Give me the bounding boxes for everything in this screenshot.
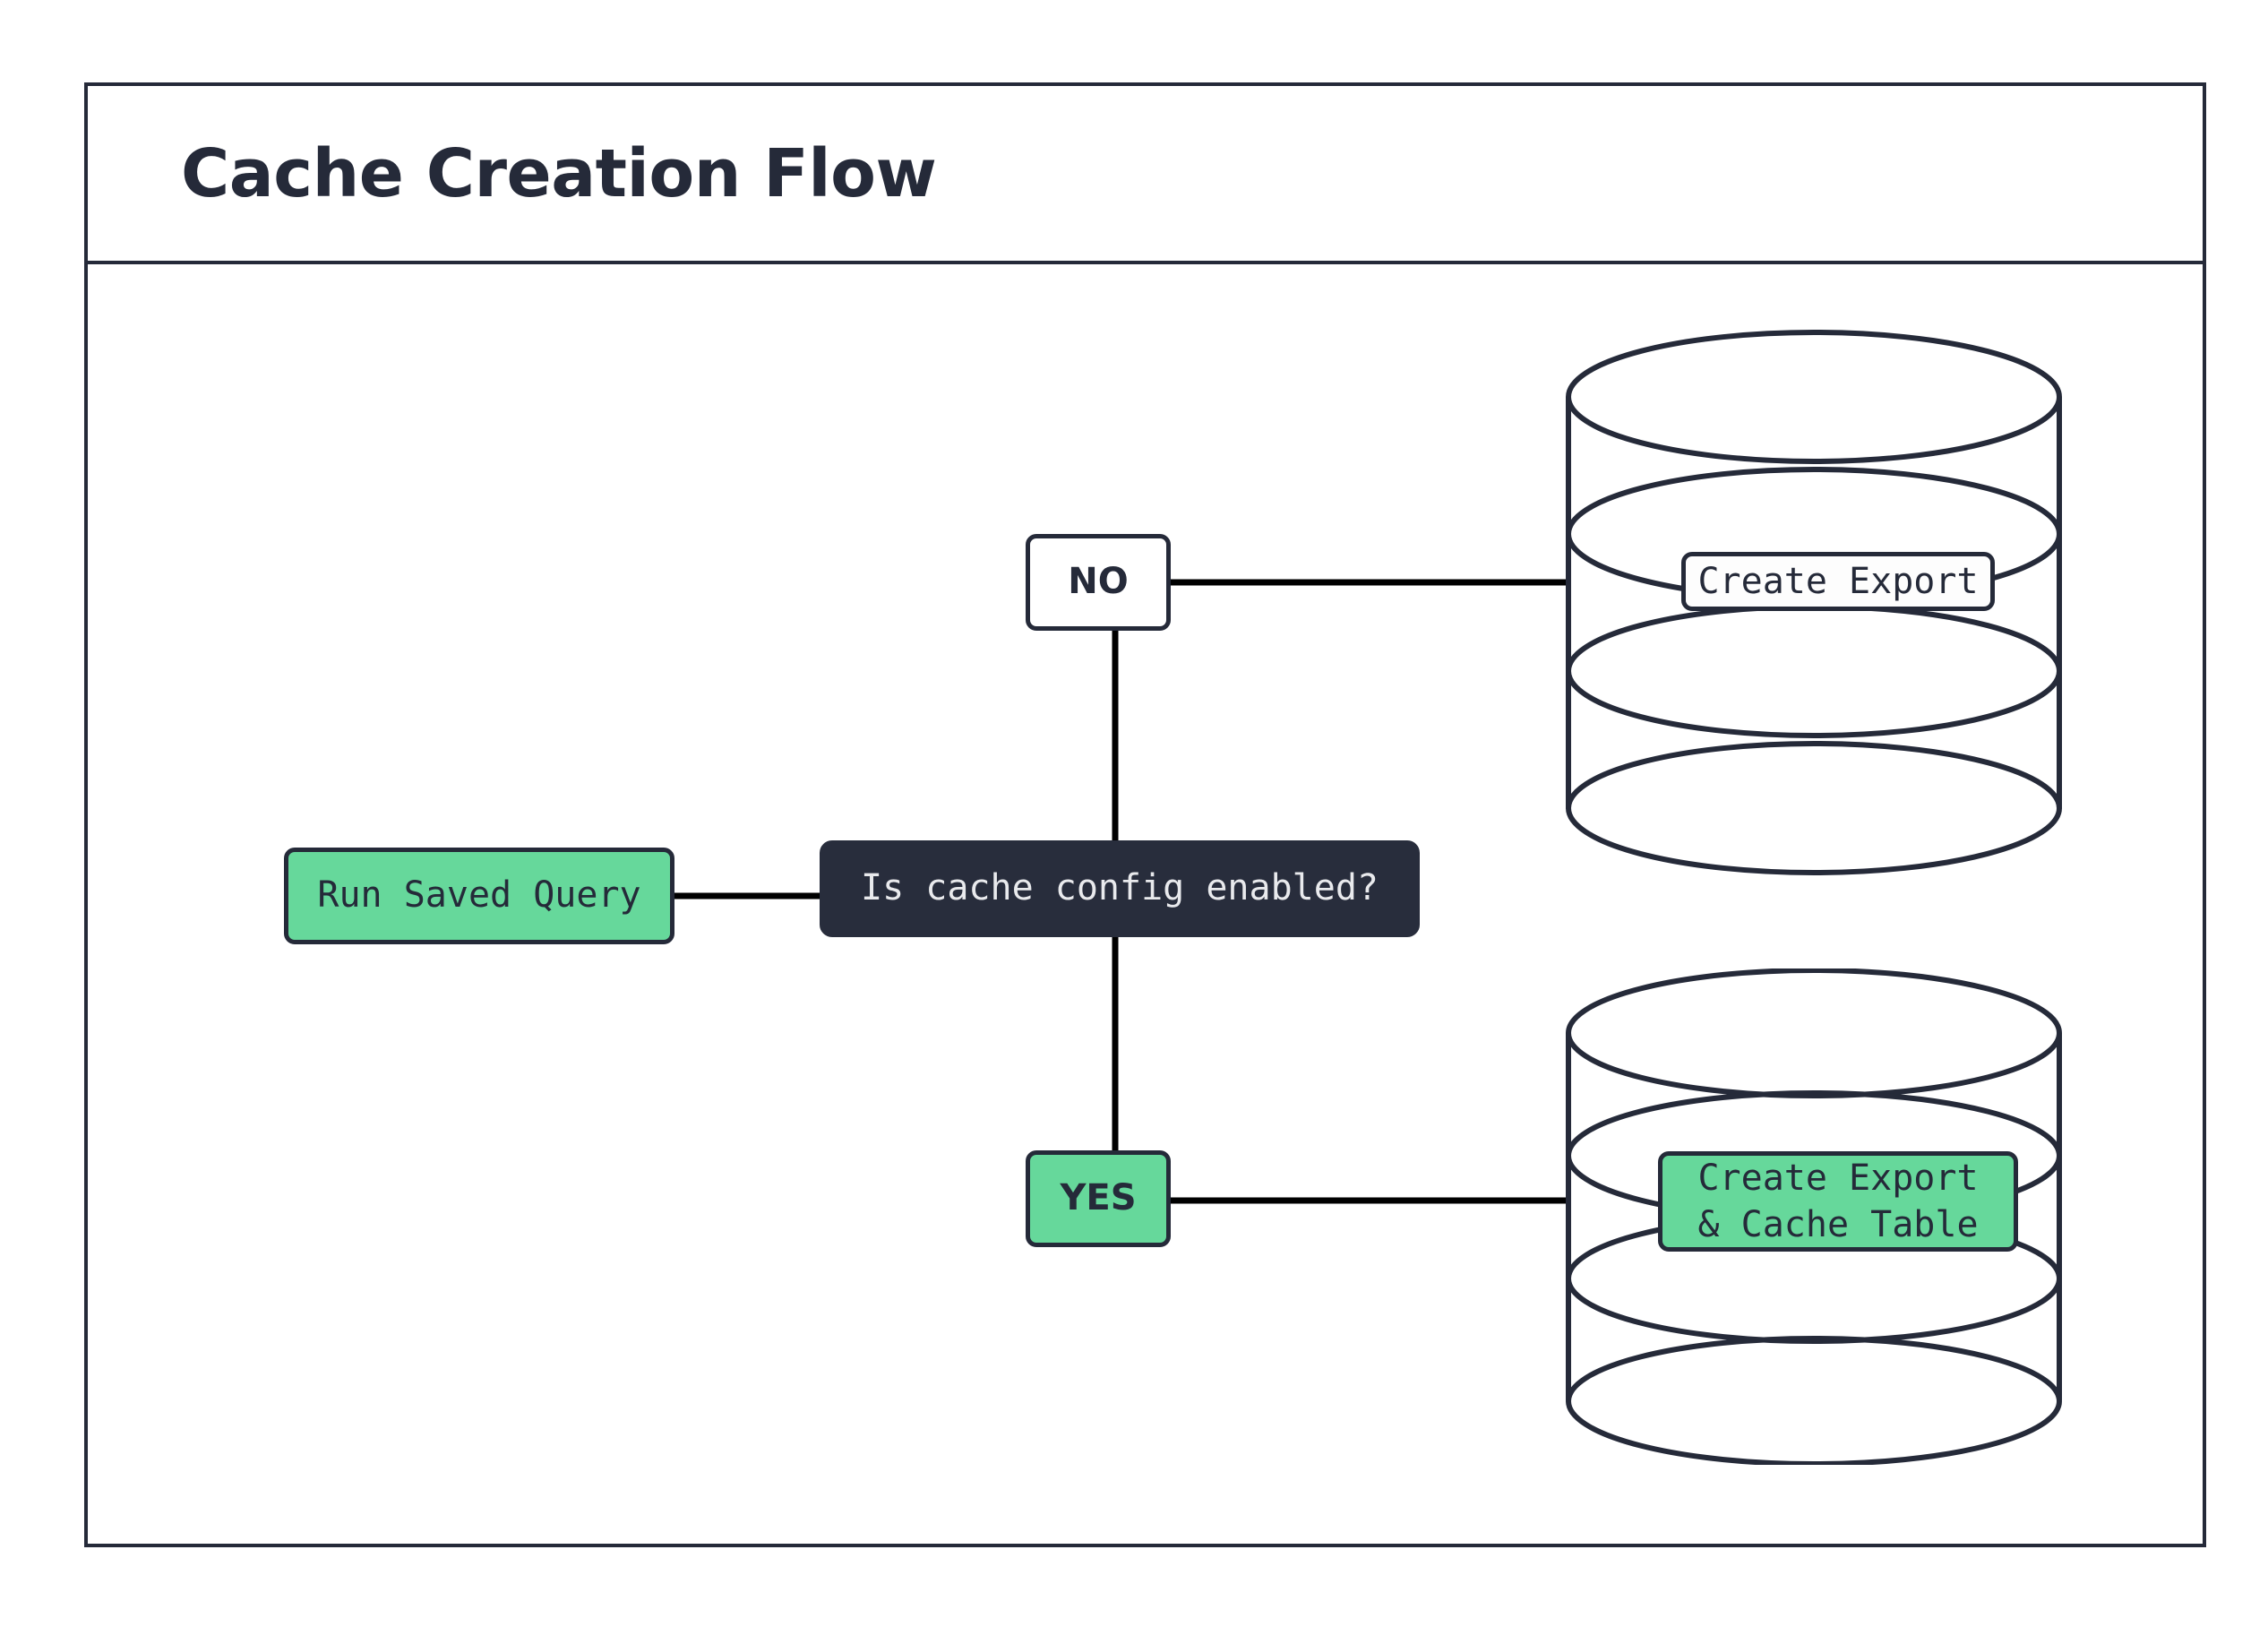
database-top-label[interactable]: Create Export <box>1681 552 1995 611</box>
node-decision-cache-config[interactable]: Is cache config enabled? <box>820 840 1420 937</box>
diagram-frame: Cache Creation Flow <box>84 82 2206 1547</box>
node-branch-no[interactable]: NO <box>1026 534 1171 631</box>
diagram-title-bar: Cache Creation Flow <box>88 86 2203 264</box>
page-title: Cache Creation Flow <box>181 134 937 212</box>
node-branch-yes[interactable]: YES <box>1026 1150 1171 1247</box>
node-run-saved-query[interactable]: Run Saved Query <box>284 848 674 944</box>
database-bottom-label[interactable]: Create Export & Cache Table <box>1658 1151 2018 1252</box>
